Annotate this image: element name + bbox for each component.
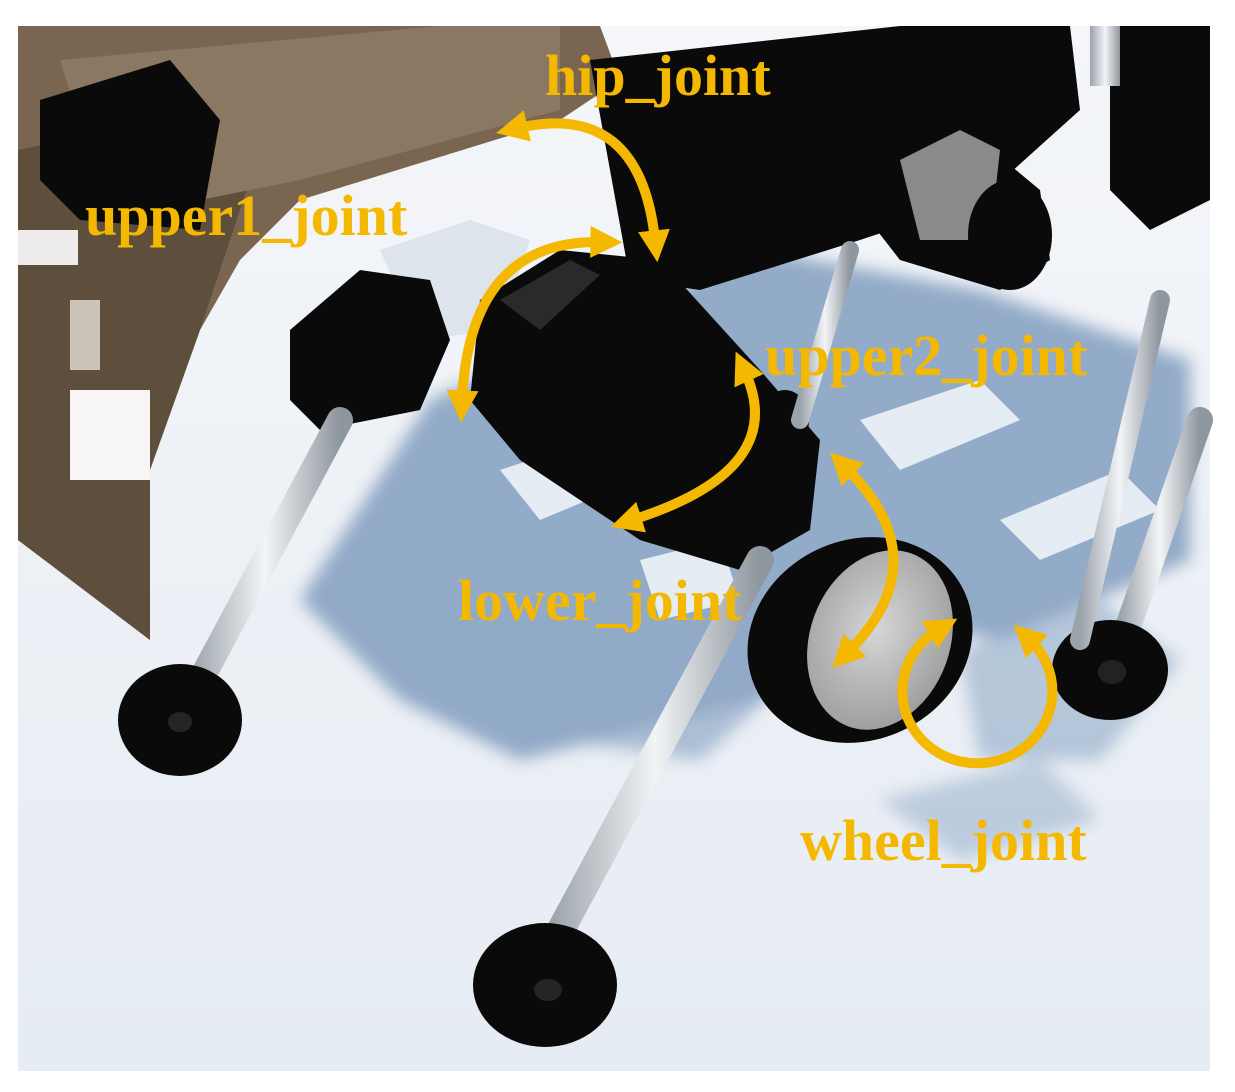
top-right-wheel xyxy=(1110,26,1210,230)
wheel-joint-arrow xyxy=(897,618,1058,769)
joint-arrows xyxy=(446,110,1058,769)
left-front-leg-rod xyxy=(177,407,353,713)
upper2-joint-label: upper2_joint xyxy=(765,323,1088,388)
front-leg-rod xyxy=(536,546,774,964)
upper1-joint-label: upper1_joint xyxy=(85,183,408,248)
rear-right-foot-cap xyxy=(1098,660,1126,684)
left-foot-cap xyxy=(168,712,192,732)
lower-joint-label: lower_joint xyxy=(458,568,742,633)
rear-right-leg-rod xyxy=(1107,407,1213,663)
center-leg-rod xyxy=(791,241,859,429)
top-right-rod xyxy=(1090,26,1120,86)
upper2-joint-arrow xyxy=(610,351,764,533)
actuator-end-cap xyxy=(968,180,1052,290)
hip-joint-label: hip_joint xyxy=(545,43,771,108)
front-foot-cap xyxy=(534,979,562,1001)
joint-labels: hip_joint upper1_joint upper2_joint lowe… xyxy=(85,43,1088,873)
upper1-joint-arrow xyxy=(446,225,623,423)
hip-joint-arrow xyxy=(496,110,670,263)
lower-joint-arrow xyxy=(829,452,899,668)
left-hip-actuator xyxy=(290,270,450,430)
right-leg-rod xyxy=(1070,290,1170,650)
wheel-joint-label: wheel_joint xyxy=(800,808,1087,873)
